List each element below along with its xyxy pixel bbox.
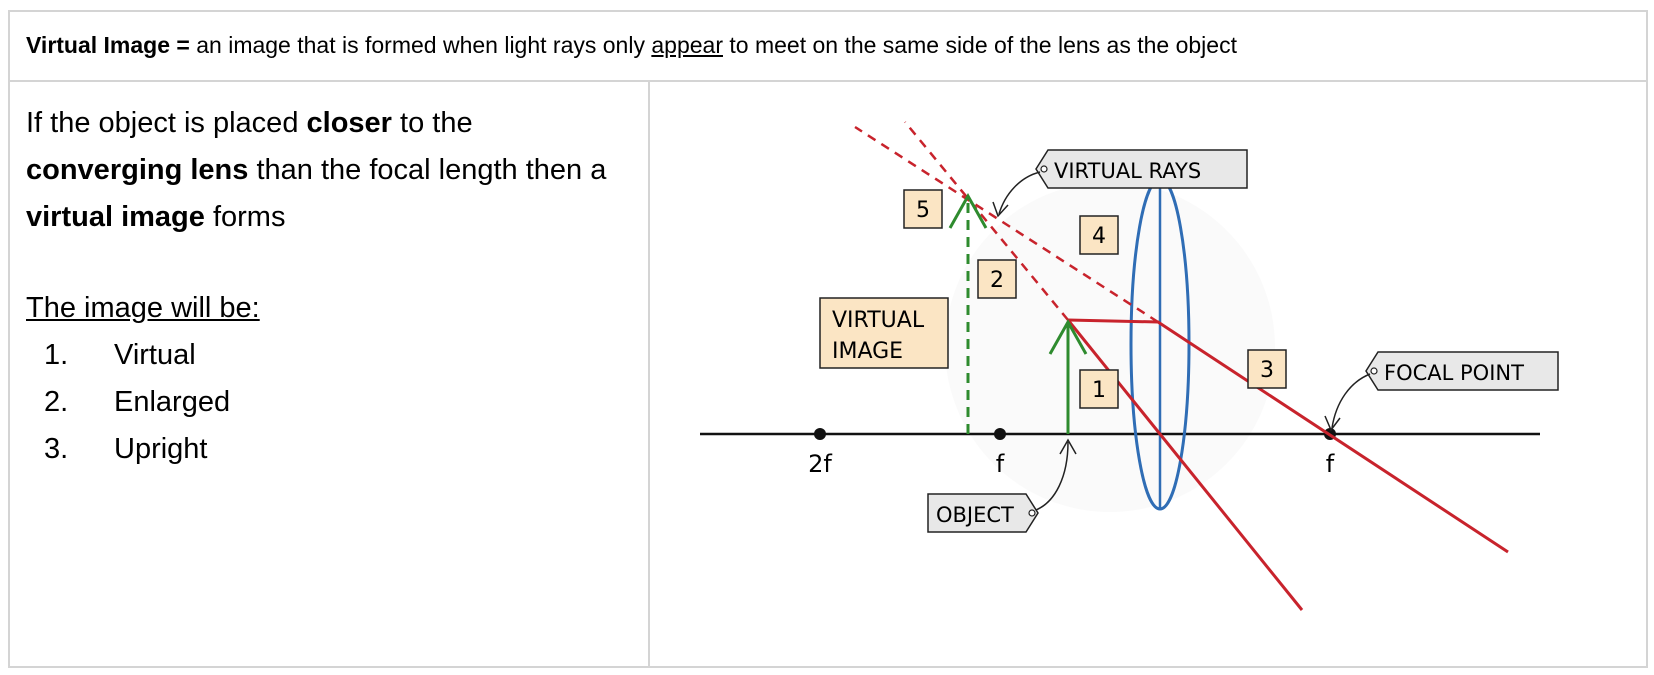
list-item: 1. Virtual	[26, 332, 632, 379]
svg-text:5: 5	[916, 198, 930, 223]
list-item-text: Enlarged	[114, 386, 231, 418]
virtual-ray-central	[904, 121, 1069, 321]
explanation-panel: If the object is placed closer to the co…	[10, 82, 650, 668]
virtual-image-label-line2: IMAGE	[832, 339, 903, 364]
virtual-rays-pointer	[998, 171, 1041, 215]
intro-bold-converging-lens: converging lens	[26, 154, 249, 186]
object-tag: OBJECT	[927, 438, 1077, 533]
step-marker-5: 5	[903, 189, 943, 229]
list-item: 2. Enlarged	[26, 379, 632, 426]
point-f-left	[994, 428, 1006, 440]
label-f-right: f	[1326, 450, 1335, 478]
list-item-text: Upright	[114, 433, 208, 465]
intro-text-3: than the focal length then a	[256, 154, 607, 186]
virtual-image-label-line1: VIRTUAL	[832, 308, 925, 333]
definition-header: Virtual Image = an image that is formed …	[10, 12, 1646, 82]
central-ray	[1066, 319, 1304, 611]
virtual-ray-extensions	[854, 121, 1159, 324]
virtual-image-arrow	[948, 192, 988, 434]
intro-bold-closer: closer	[306, 107, 392, 139]
content-frame: Virtual Image = an image that is formed …	[8, 10, 1648, 668]
ray-diagram-svg: 2f f f	[700, 121, 1559, 611]
point-2f	[814, 428, 826, 440]
virtual-rays-tag: VIRTUAL RAYS	[992, 149, 1248, 218]
step-marker-1: 1	[1079, 369, 1119, 409]
svg-text:1: 1	[1092, 378, 1106, 403]
list-item-text: Virtual	[114, 339, 196, 371]
svg-text:4: 4	[1092, 224, 1106, 249]
list-item-number: 1.	[44, 339, 69, 371]
list-item-number: 2.	[44, 386, 69, 418]
object-pointer	[1035, 441, 1069, 511]
svg-text:2: 2	[990, 268, 1004, 293]
list-item-number: 3.	[44, 433, 69, 465]
step-marker-3: 3	[1247, 349, 1287, 389]
focal-point-tag: FOCAL POINT	[1324, 351, 1559, 432]
step-marker-2: 2	[977, 259, 1017, 299]
intro-text: If the object is placed closer to the co…	[26, 100, 632, 241]
intro-text-2: to the	[400, 107, 473, 139]
intro-bold-virtual-image: virtual image	[26, 201, 205, 233]
definition-text-pre: an image that is formed when light rays …	[196, 32, 645, 58]
object-arrow	[1048, 318, 1088, 434]
virtual-image-label: VIRTUAL IMAGE	[819, 297, 949, 369]
object-label: OBJECT	[936, 503, 1014, 527]
properties-title: The image will be:	[26, 292, 260, 324]
properties-list: 1. Virtual 2. Enlarged 3. Upright	[26, 332, 632, 473]
watermark-logo	[945, 182, 1275, 512]
definition-text-underlined: appear	[651, 32, 723, 58]
definition-term: Virtual Image =	[26, 32, 190, 58]
step-marker-4: 4	[1079, 215, 1119, 255]
focal-point-pointer	[1331, 373, 1371, 429]
focal-point-label: FOCAL POINT	[1384, 361, 1524, 385]
label-2f: 2f	[808, 450, 832, 478]
svg-text:3: 3	[1260, 358, 1274, 383]
step-markers: 1 2 3 4 5	[903, 189, 1287, 409]
lens-diagram: 2f f f	[650, 82, 1646, 668]
definition-text-post: to meet on the same side of the lens as …	[729, 32, 1237, 58]
virtual-ray-refracted	[854, 125, 1159, 324]
intro-text-1: If the object is placed	[26, 107, 299, 139]
list-item: 3. Upright	[26, 426, 632, 473]
virtual-rays-label: VIRTUAL RAYS	[1054, 159, 1201, 183]
intro-text-4: forms	[212, 201, 286, 233]
label-f-left: f	[996, 450, 1005, 478]
